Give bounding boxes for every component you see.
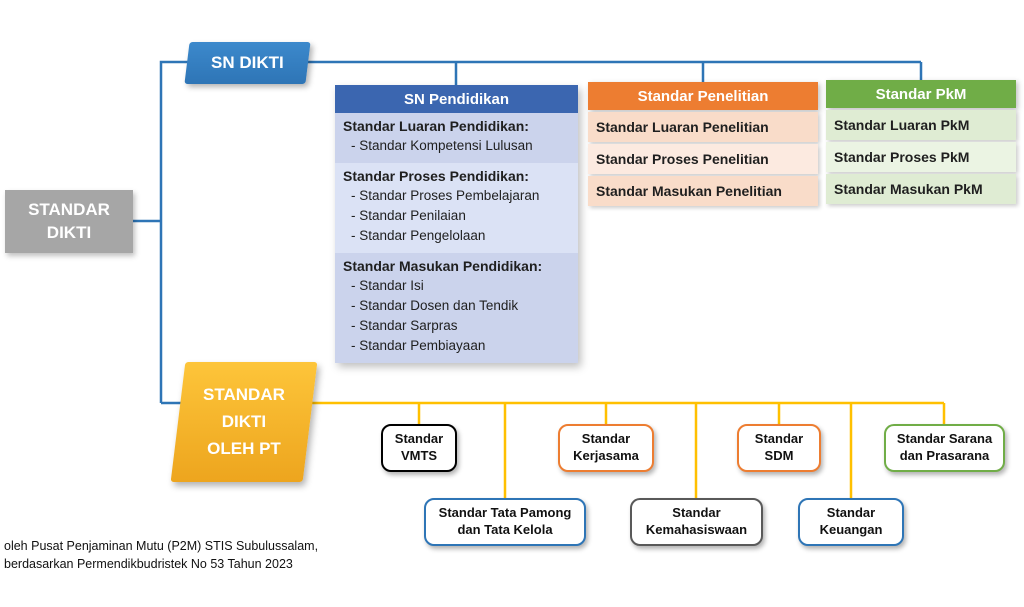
panel-standar-penelitian: Standar Penelitian Standar Luaran Peneli… — [588, 82, 818, 206]
attribution-line-2: berdasarkan Permendikbudristek No 53 Tah… — [4, 557, 293, 572]
section-luaran-pendidikan: Standar Luaran Pendidikan: Standar Kompe… — [335, 113, 578, 163]
blue-connector-left-elbow — [133, 60, 190, 405]
pt-standard-label: Standar Kerjasama — [573, 431, 639, 463]
pt-standard-label: Standar Sarana dan Prasarana — [896, 431, 993, 463]
pt-standard-label: Standar VMTS — [394, 431, 444, 463]
pt-standard-sarana-prasarana: Standar Sarana dan Prasarana — [884, 424, 1005, 472]
panel-standar-pkm: Standar PkM Standar Luaran PkM Standar P… — [826, 80, 1016, 204]
section-heading: Standar Proses Pendidikan: — [343, 167, 529, 184]
section-heading: Standar Masukan Pendidikan: — [343, 257, 543, 274]
node-sn-dikti: SN DIKTI — [184, 42, 311, 84]
section-item: Standar Proses Pembelajaran — [343, 186, 572, 206]
panel-sn-pendidikan-header: SN Pendidikan — [335, 85, 578, 113]
panel-standar-pkm-header: Standar PkM — [826, 80, 1016, 108]
section-proses-pendidikan: Standar Proses Pendidikan: Standar Prose… — [335, 162, 578, 253]
pt-standard-label: Standar Tata Pamong dan Tata Kelola — [438, 505, 572, 537]
section-item: Standar Kompetensi Lulusan — [343, 136, 572, 156]
pt-standard-label: Standar Kemahasiswaan — [645, 505, 748, 537]
pkm-row: Standar Proses PkM — [826, 142, 1016, 172]
node-standar-dikti-oleh-pt: STANDAR DIKTI OLEH PT — [170, 362, 318, 482]
section-item: Standar Penilaian — [343, 206, 572, 226]
penelitian-row: Standar Proses Penelitian — [588, 144, 818, 174]
pt-standard-vmts: Standar VMTS — [381, 424, 457, 472]
panel-standar-penelitian-header: Standar Penelitian — [588, 82, 818, 110]
node-standar-dikti-oleh-pt-label: STANDAR DIKTI OLEH PT — [203, 385, 285, 459]
node-standar-dikti: STANDAR DIKTI — [5, 190, 133, 253]
section-item: Standar Dosen dan Tendik — [343, 296, 572, 316]
pt-standard-kerjasama: Standar Kerjasama — [558, 424, 654, 472]
pt-standard-label: Standar Keuangan — [819, 505, 883, 537]
panel-sn-pendidikan: SN Pendidikan Standar Luaran Pendidikan:… — [335, 85, 578, 363]
node-sn-dikti-label: SN DIKTI — [211, 53, 284, 72]
section-item: Standar Pembiayaan — [343, 336, 572, 356]
penelitian-row: Standar Luaran Penelitian — [588, 112, 818, 142]
pt-standard-keuangan: Standar Keuangan — [798, 498, 904, 546]
section-masukan-pendidikan: Standar Masukan Pendidikan: Standar Isi … — [335, 252, 578, 363]
pt-standard-tata-pamong: Standar Tata Pamong dan Tata Kelola — [424, 498, 586, 546]
pt-standard-sdm: Standar SDM — [737, 424, 821, 472]
pt-standard-label: Standar SDM — [754, 431, 804, 463]
section-item: Standar Pengelolaan — [343, 226, 572, 246]
section-heading: Standar Luaran Pendidikan: — [343, 118, 529, 134]
pt-standard-kemahasiswaan: Standar Kemahasiswaan — [630, 498, 763, 546]
blue-connector-top-spine — [298, 60, 923, 86]
pkm-row: Standar Luaran PkM — [826, 110, 1016, 140]
yellow-connector-bottom-spine — [294, 401, 946, 500]
node-standar-dikti-label: STANDAR DIKTI — [28, 200, 110, 242]
attribution-line-1: oleh Pusat Penjaminan Mutu (P2M) STIS Su… — [4, 539, 319, 553]
section-item: Standar Isi — [343, 276, 572, 296]
attribution-caption: oleh Pusat Penjaminan Mutu (P2M) STIS Su… — [4, 537, 318, 573]
section-item: Standar Sarpras — [343, 316, 572, 336]
pkm-row: Standar Masukan PkM — [826, 174, 1016, 204]
penelitian-row: Standar Masukan Penelitian — [588, 176, 818, 206]
